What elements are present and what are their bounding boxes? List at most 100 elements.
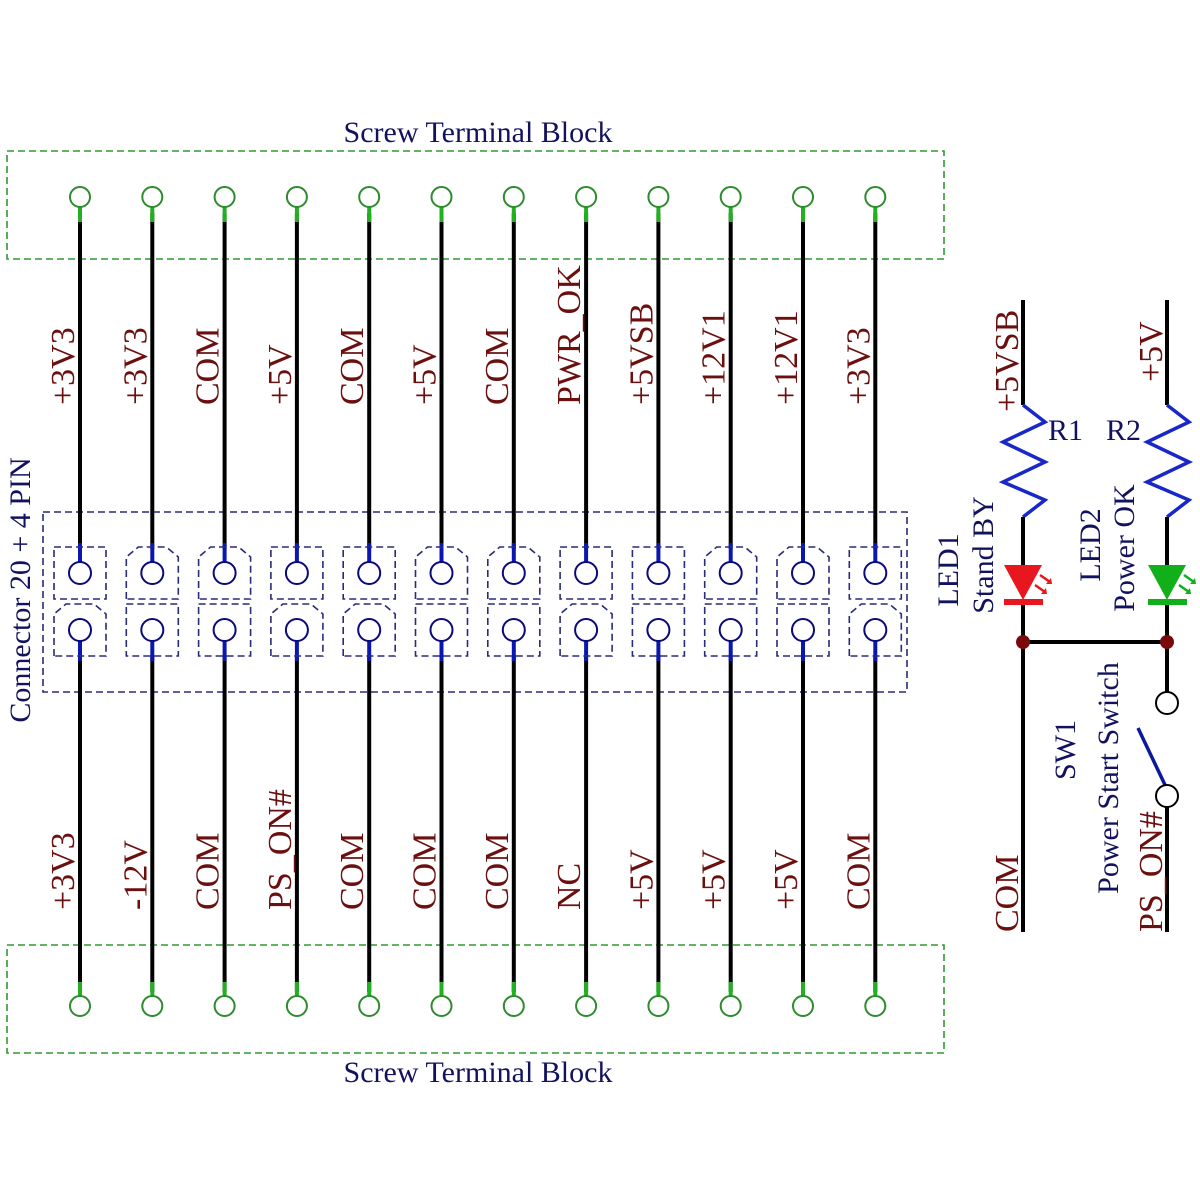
screw-terminal-icon [141,186,164,208]
pad-outline-square [559,546,613,600]
pad-outline-chamfered [703,546,758,600]
screw-terminal-icon [141,995,164,1017]
connector-pin-icon [791,561,815,585]
top-pin-net-label: +12V1 [768,310,805,405]
pad-outline-square [848,546,903,600]
top-terminal-block [6,150,945,260]
indicator-circuit: +5VSB R1 LED1 Stand BY +5V R2 L [932,300,1196,932]
top-pin-net-label: COM [334,328,371,405]
top-pin-net-label: +5V [262,344,299,405]
bottom-pin-net-label: +5V [696,849,733,910]
bottom-pin-net-label: +3V3 [45,832,82,910]
switch-lever-icon [1136,727,1168,788]
pad-outline-square [270,546,324,600]
connector-pin-icon [646,561,671,585]
top-pin-column: +3V3 [45,186,107,600]
bottom-terminal-block [6,944,945,1054]
pad-outline-chamfered [776,546,830,600]
resistor-r1-icon [998,403,1050,519]
bottom-pin-column: COM [479,603,541,1017]
pad-outline-chamfered [848,603,903,657]
connector-pin-icon [429,561,454,585]
screw-terminal-icon [502,186,525,208]
bottom-pin-net-label: +5V [768,849,805,910]
bottom-pin-net-label: COM [479,833,516,910]
connector-pin-icon [718,561,743,585]
screw-terminal-icon [285,186,308,208]
connector-pin-icon [357,618,382,642]
bottom-pin-column: PS_ON# [262,603,324,1017]
resistor-r2-label: R2 [1106,414,1141,447]
connector-pin-icon [574,561,599,585]
bottom-pin-net-label: COM [840,833,877,910]
connector-pin-icon [284,561,309,585]
bottom-pin-column: COM [840,603,903,1017]
screw-terminal-icon [69,995,91,1017]
connector-pin-icon [212,561,237,585]
pad-outline-square [486,603,541,657]
led1-supply-label: +5VSB [989,310,1026,412]
top-pin-net-label: COM [479,328,516,405]
pad-outline-chamfered [270,603,324,657]
connector-pin-icon [140,561,165,585]
connector-pin-icon [501,561,526,585]
connector-pin-icon [718,618,743,642]
pad-outline-chamfered [125,546,180,600]
junction-dot [1016,635,1030,649]
top-pin-net-label: +3V3 [840,327,877,405]
atx-connector-outline [42,511,908,693]
top-pin-column: PWR_OK [551,186,613,600]
pad-outline-chamfered [342,603,397,657]
connector-pin-icon [863,618,888,642]
bottom-pin-net-label: -12V [117,840,154,910]
connector-pin-icon [140,618,165,642]
bottom-pin-net-label: COM [190,833,227,910]
top-pin-column: +12V1 [696,186,758,600]
top-pin-net-label: +3V3 [45,327,82,405]
top-pin-net-label: +12V1 [696,310,733,405]
bottom-pin-column: +3V3 [45,603,107,1017]
screw-terminal-icon [864,186,887,208]
pad-outline-square [53,546,107,600]
pad-outline-square [414,603,469,657]
screw-terminal-icon [647,186,670,208]
top-pin-net-label: +5VSB [623,303,660,405]
bottom-terminal-block-label: Screw Terminal Block [344,1056,613,1089]
connector-label: Connector 20 + 4 PIN [4,457,37,722]
pad-outline-square [703,603,758,657]
top-pin-column: COM [190,186,252,600]
screw-terminal-icon [575,186,598,208]
pad-outline-square [197,603,252,657]
top-pin-column: COM [334,186,397,600]
screw-terminal-icon [792,995,814,1017]
ground-net-label: COM [989,855,1026,932]
bottom-pin-net-label: NC [551,863,588,910]
bottom-pin-net-label: PS_ON# [262,789,299,910]
resistor-r2-icon [1142,403,1194,519]
switch-terminal [1155,784,1179,808]
screw-terminal-icon [719,995,742,1017]
top-pin-column: +12V1 [768,186,830,600]
connector-pin-icon [791,618,815,642]
top-pin-net-label: +3V3 [117,327,154,405]
switch-ref-label: SW1 [1049,720,1082,780]
screw-terminal-icon [502,995,525,1017]
top-pin-column: +3V3 [840,186,903,600]
bottom-pin-column: COM [190,603,252,1017]
connector-pin-icon [68,561,92,585]
connector-pin-icon [429,618,454,642]
pad-outline-chamfered [197,546,252,600]
screw-terminal-icon [285,995,308,1017]
connector-pin-icon [646,618,671,642]
switch-terminal [1155,691,1179,715]
top-pin-net-label: COM [190,328,227,405]
bottom-pin-column: +5V [623,603,686,1017]
resistor-r1-label: R1 [1048,414,1083,447]
screw-terminal-icon [430,186,453,208]
bottom-pin-net-label: +5V [623,849,660,910]
junction-dot [1160,635,1174,649]
screw-terminal-icon [647,995,670,1017]
bottom-pin-net-label: COM [334,833,371,910]
